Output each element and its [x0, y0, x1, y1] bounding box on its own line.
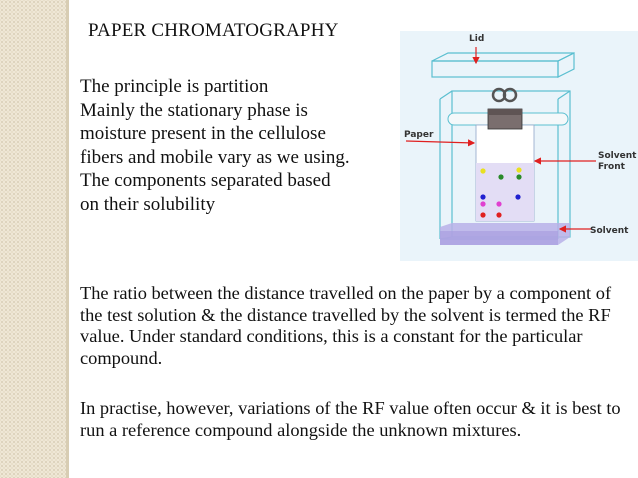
chromatogram-spots [480, 167, 522, 218]
slide-title: PAPER CHROMATOGRAPHY [88, 20, 339, 41]
principle-line: Mainly the stationary phase is [80, 99, 308, 121]
chromatography-diagram: Lid Paper Solvent Front Solvent [400, 31, 638, 261]
principle-line: moisture present in the cellulose [80, 123, 326, 144]
decorative-side-band [0, 0, 66, 478]
principle-line: fibers and mobile vary as we using. [80, 146, 350, 168]
wet-paper [476, 163, 534, 221]
tank-lid [431, 52, 575, 78]
lid-label: Lid [469, 34, 484, 44]
rf-variation-paragraph: In practise, however, variations of the … [80, 398, 621, 440]
principle-line: The principle is partition [80, 76, 269, 97]
label-arrows [405, 47, 596, 233]
principle-line: The components separated based [80, 170, 331, 191]
rf-definition-paragraph: The ratio between the distance travelled… [80, 283, 612, 368]
solvent-front-label: Solvent [598, 151, 637, 161]
solvent-front-label-line2: Front [598, 162, 626, 172]
solvent-label: Solvent [590, 226, 629, 236]
principle-text: The principle is partition Mainly the st… [80, 75, 400, 216]
paper-label: Paper [404, 130, 434, 140]
binder-clip [487, 87, 523, 130]
side-divider [66, 0, 69, 478]
principle-line: on their solubility [80, 193, 216, 215]
